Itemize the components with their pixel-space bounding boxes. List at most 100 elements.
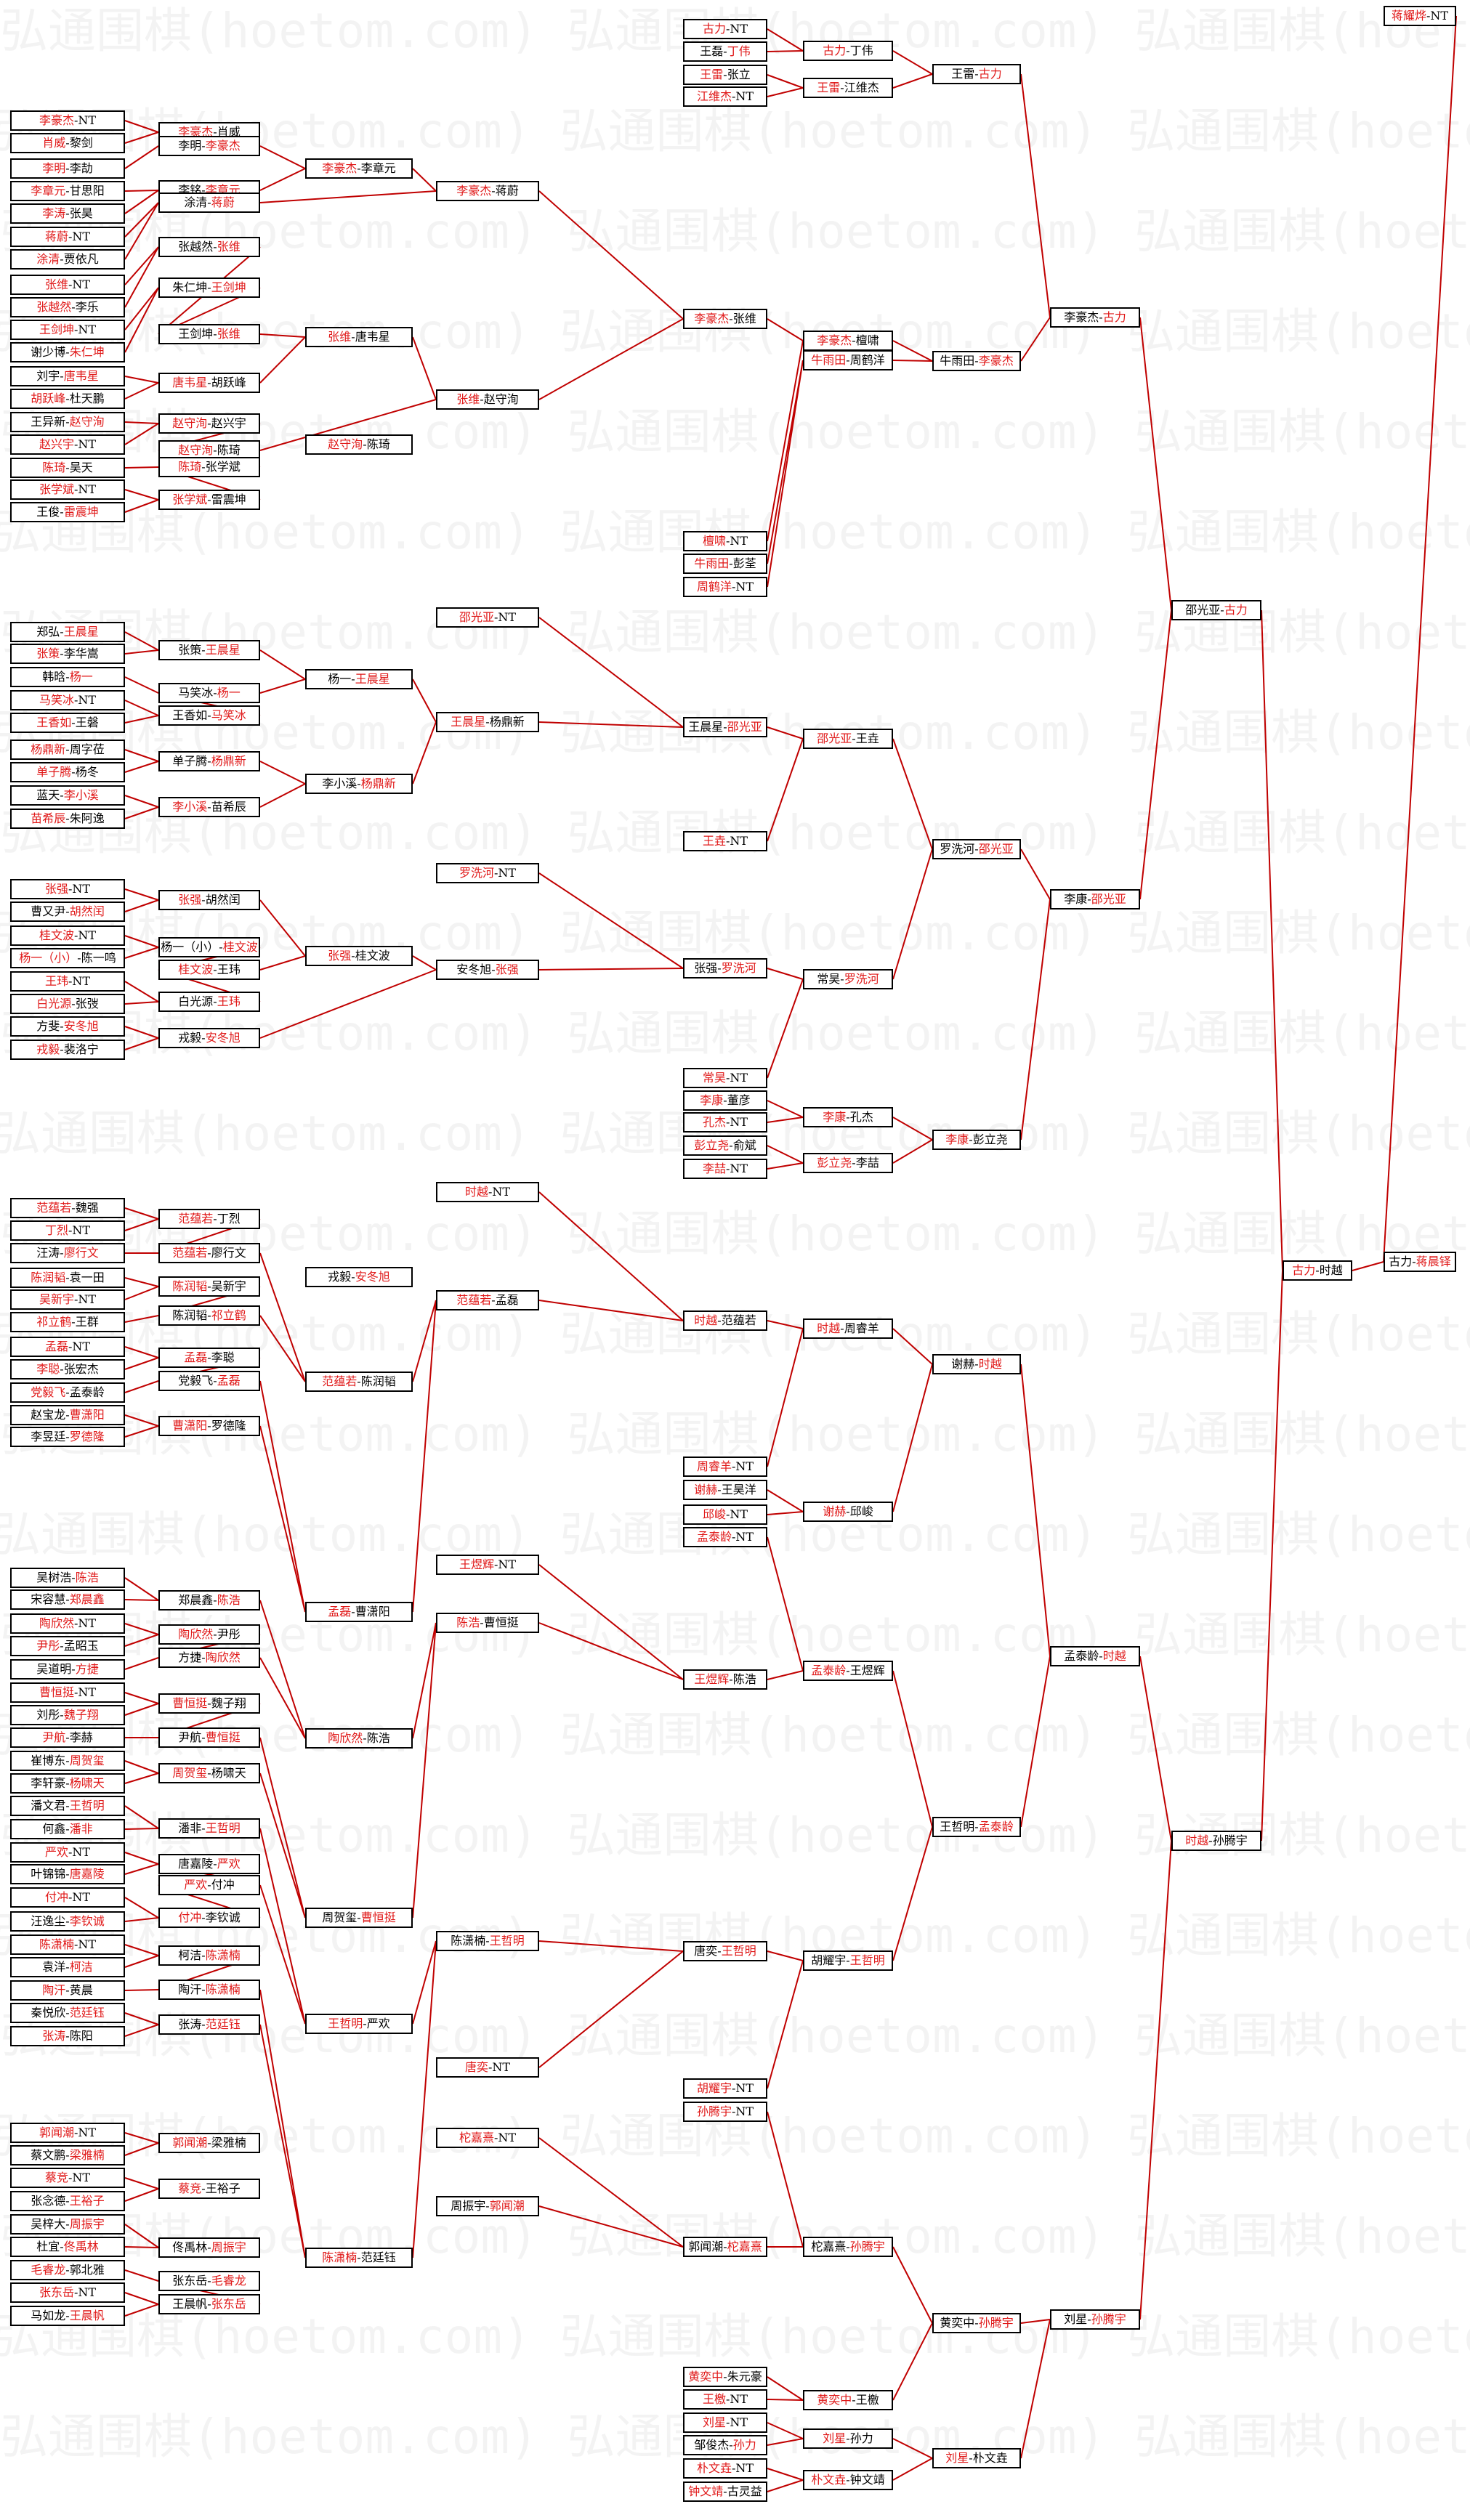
bracket-connector <box>767 738 804 842</box>
separator: - <box>71 1571 76 1584</box>
separator: - <box>207 1419 211 1433</box>
player-name: 孙腾宇 <box>849 2240 885 2253</box>
player-name: 郭闻潮 <box>39 2126 74 2139</box>
player-name: 李豪杰 <box>1064 310 1099 324</box>
match-box: 杨一（小）-桂文波 <box>158 937 260 957</box>
match-box: 谢少博-朱仁坤 <box>10 342 125 362</box>
bracket-connector <box>124 190 159 192</box>
player-name: 柁嘉熹 <box>727 2240 762 2253</box>
match-box: 涂清-蒋蔚 <box>158 193 260 213</box>
match-box: 李豪杰-古力 <box>1050 307 1140 328</box>
player-name: 马如龙 <box>31 2309 66 2322</box>
separator: - <box>65 1799 70 1812</box>
player-name: 王玮 <box>44 974 68 988</box>
player-name: 李豪杰 <box>205 139 241 153</box>
player-name: 曹潇阳 <box>69 1408 105 1422</box>
bracket-connector <box>1139 317 1172 611</box>
player-name: 韩晗 <box>42 670 66 684</box>
separator: - <box>65 415 70 429</box>
player-name: 李明 <box>42 161 66 175</box>
player-name: 王剑坤 <box>211 280 246 294</box>
player-name: 陶欣然 <box>205 1650 241 1664</box>
player-name: 杨鼎新 <box>360 777 396 790</box>
bracket-connector <box>124 795 159 808</box>
player-name: 杨啸天 <box>211 1766 246 1780</box>
match-box: 马如龙-王晨帆 <box>10 2306 125 2326</box>
separator: - <box>71 1315 76 1329</box>
separator: - <box>729 556 733 570</box>
player-name: NT <box>735 2081 754 2095</box>
player-name: 甘思阳 <box>69 184 105 198</box>
bracket-connector <box>124 2269 159 2282</box>
separator: - <box>207 754 211 768</box>
separator: - <box>491 184 496 198</box>
separator: - <box>65 742 70 756</box>
separator: - <box>201 1821 206 1835</box>
match-box: 李康-董彦 <box>683 1090 767 1111</box>
separator: - <box>71 716 76 729</box>
player-name: 王晨星 <box>451 715 486 729</box>
separator: - <box>201 1911 206 1924</box>
player-name: 周振宇 <box>451 2199 486 2213</box>
player-name: 李豪杰 <box>817 333 852 347</box>
player-name: 赵兴宇 <box>39 437 74 451</box>
match-box: 王檄-NT <box>683 2389 767 2410</box>
match-box: 刘星-NT <box>683 2412 767 2433</box>
player-name: 时越 <box>464 1185 488 1199</box>
bracket-connector <box>892 1364 933 1512</box>
separator: - <box>846 1110 850 1124</box>
player-name: 胡跃峰 <box>31 392 66 405</box>
match-box: 陈琦-吴天 <box>10 458 125 478</box>
player-name: 古力 <box>702 22 726 36</box>
separator: - <box>213 686 217 700</box>
player-name: 张强 <box>694 961 718 975</box>
match-box: 孟泰龄-NT <box>683 1527 767 1547</box>
separator: - <box>68 1890 73 1904</box>
match-box: 杨一-王晨星 <box>305 669 413 689</box>
match-box: 曹恒挺-魏子翔 <box>158 1693 260 1714</box>
match-box: 王煜辉-陈浩 <box>683 1669 767 1690</box>
match-box: 崔博东-周贺玺 <box>10 1751 125 1771</box>
bracket-connector <box>767 360 804 588</box>
separator: - <box>1426 9 1431 23</box>
player-name: 陈琦 <box>42 461 66 474</box>
separator: - <box>65 1754 70 1767</box>
player-name: 孙腾宇 <box>696 2104 732 2118</box>
player-name: 王裕子 <box>205 2181 241 2195</box>
match-box: 佟禹林-周振宇 <box>158 2237 260 2258</box>
player-name: 陈润韬 <box>172 1308 208 1322</box>
separator: - <box>213 994 217 1008</box>
bracket-connector <box>259 1884 306 2025</box>
player-name: 李小溪 <box>172 800 208 814</box>
match-box: 时越-范蕴若 <box>683 1310 767 1331</box>
bracket-connector <box>124 888 159 901</box>
player-name: 陈润韬 <box>360 1374 396 1388</box>
player-name: 邹俊杰 <box>694 2438 730 2452</box>
player-name: 陈浩 <box>732 1672 756 1686</box>
player-name: 李乐 <box>75 300 99 314</box>
match-box: 周贺玺-杨啸天 <box>158 1763 260 1783</box>
match-box: 党毅飞-孟泰龄 <box>10 1382 125 1403</box>
bracket-connector <box>124 947 159 959</box>
player-name: 王檄 <box>855 2393 879 2407</box>
player-name: 王哲明 <box>69 1799 105 1812</box>
bracket-connector <box>767 2111 804 2248</box>
player-name: NT <box>730 2392 748 2406</box>
player-name: NT <box>78 693 97 707</box>
player-name: 桂文波 <box>355 949 390 963</box>
separator: - <box>65 1983 70 1997</box>
bracket-connector <box>259 399 437 451</box>
player-name: 范蕴若 <box>36 1201 72 1215</box>
separator: - <box>729 2438 733 2452</box>
match-box: 陶欣然-尹彤 <box>158 1624 260 1645</box>
player-name: 时越 <box>1102 1649 1126 1663</box>
player-name: 白光源 <box>178 994 214 1008</box>
bracket-connector <box>124 120 159 133</box>
player-name: 孔杰 <box>702 1115 726 1129</box>
player-name: NT <box>72 1845 91 1859</box>
match-box: 郭闻潮-梁雅楠 <box>158 2133 260 2153</box>
bracket-connector <box>892 1117 933 1141</box>
separator: - <box>351 1270 355 1284</box>
player-name: 曹潇阳 <box>172 1419 208 1433</box>
match-box: 王剑坤-张维 <box>158 324 260 344</box>
